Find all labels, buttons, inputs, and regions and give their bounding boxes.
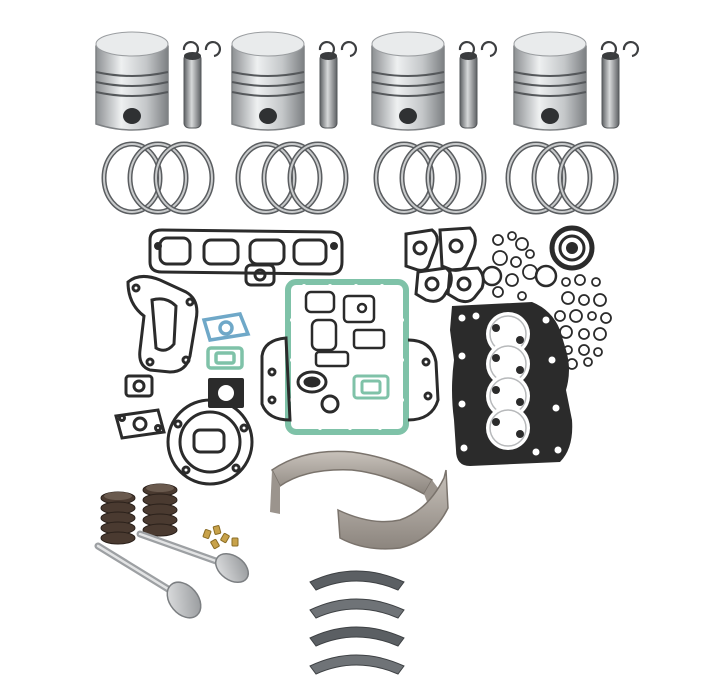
- bolt-hole: [548, 356, 556, 364]
- water-pump-gasket: [126, 275, 199, 374]
- thrust-washer: [309, 570, 405, 591]
- o-ring: [561, 291, 575, 305]
- piston: [231, 31, 305, 131]
- main-bearing-shell-lower: [337, 469, 449, 550]
- o-ring: [600, 312, 612, 324]
- cylinder-bore: [486, 342, 530, 386]
- o-ring: [587, 311, 597, 321]
- piston-ring-set: [101, 141, 215, 215]
- bolt-hole: [552, 404, 560, 412]
- o-ring: [517, 291, 527, 301]
- green-square-gasket: [352, 374, 390, 400]
- thrust-washer: [309, 654, 405, 675]
- o-ring: [510, 256, 522, 268]
- piston-assembly: [371, 31, 497, 131]
- head-gasket-bores: [458, 312, 562, 456]
- o-ring-assortment: [481, 231, 612, 370]
- o-ring: [583, 357, 593, 367]
- piston: [95, 31, 169, 131]
- oil-pan-bolt-holes: [290, 284, 404, 430]
- o-ring: [505, 273, 519, 287]
- piston-pin-bore: [123, 108, 141, 124]
- circlip-pair: [318, 41, 357, 58]
- piston-pin: [601, 52, 620, 129]
- crank-seal: [549, 225, 595, 271]
- bolt-hole: [458, 352, 466, 360]
- o-ring: [492, 286, 504, 298]
- circlip-pair: [458, 41, 497, 58]
- small-flange-gasket: [244, 263, 276, 287]
- o-ring: [569, 309, 583, 323]
- rear-seal-plate-gasket: [260, 336, 440, 422]
- valve-springs: [100, 483, 178, 545]
- o-ring: [554, 310, 566, 322]
- timing-cover-gasket: [166, 398, 254, 486]
- piston-pin: [459, 52, 478, 129]
- o-ring: [481, 265, 503, 287]
- o-ring: [574, 274, 586, 286]
- intake-valve: [94, 542, 202, 619]
- bolt-hole: [542, 316, 550, 324]
- piston-pin: [183, 52, 202, 129]
- cylinder-bore: [486, 374, 530, 418]
- o-ring: [561, 277, 571, 287]
- piston-pin-bore: [541, 108, 559, 124]
- o-ring: [515, 237, 529, 251]
- o-ring: [593, 293, 607, 307]
- valve-spring: [142, 483, 178, 537]
- cylinder-bore: [486, 406, 530, 450]
- exhaust-manifold-gaskets: [404, 226, 485, 304]
- o-ring: [578, 344, 590, 356]
- thermostat-gasket-blue: [201, 312, 251, 342]
- thermostat-gasket-green: [206, 346, 244, 370]
- manifold-gasket: [148, 228, 344, 276]
- circlip-pair: [182, 41, 221, 58]
- thrust-washer-stack: [309, 570, 405, 675]
- piston-pin-bore: [259, 108, 277, 124]
- bolt-hole: [460, 444, 468, 452]
- piston-ring-set: [505, 141, 619, 215]
- oval-seal-gasket: [296, 370, 340, 414]
- square-port-gasket: [124, 374, 154, 398]
- exhaust-valve: [136, 530, 250, 584]
- valve-spring: [100, 491, 136, 545]
- o-ring: [492, 234, 504, 246]
- bolt-hole: [532, 448, 540, 456]
- valve-keepers: [202, 525, 239, 550]
- piston-row: [95, 31, 639, 131]
- oval-flange-gasket: [114, 408, 166, 440]
- cylinder-head-gasket: [450, 302, 573, 466]
- o-ring: [525, 249, 535, 259]
- piston-assembly: [513, 31, 639, 131]
- piston-pin: [319, 52, 338, 129]
- piston-ring-set: [373, 141, 487, 215]
- o-ring: [593, 347, 603, 357]
- o-ring: [492, 250, 508, 266]
- bolt-hole: [554, 446, 562, 454]
- o-ring: [591, 277, 601, 287]
- circlip-pair: [600, 41, 639, 58]
- main-bearing-shell-upper: [270, 450, 438, 520]
- piston: [513, 31, 587, 131]
- piston-pin-bore: [399, 108, 417, 124]
- o-ring: [534, 264, 558, 288]
- thrust-washer: [309, 626, 405, 647]
- piston-assembly: [95, 31, 221, 131]
- o-ring: [578, 328, 590, 340]
- piston: [371, 31, 445, 131]
- piston-ring-row: [101, 141, 619, 215]
- bolt-hole: [458, 314, 466, 322]
- o-ring: [593, 327, 607, 341]
- thrust-washer: [309, 598, 405, 619]
- piston-ring-set: [235, 141, 349, 215]
- cover-gasket-small: [304, 290, 386, 368]
- bolt-hole: [458, 400, 466, 408]
- o-ring: [578, 294, 590, 306]
- o-ring: [507, 231, 517, 241]
- bolt-hole: [472, 312, 480, 320]
- piston-assembly: [231, 31, 357, 131]
